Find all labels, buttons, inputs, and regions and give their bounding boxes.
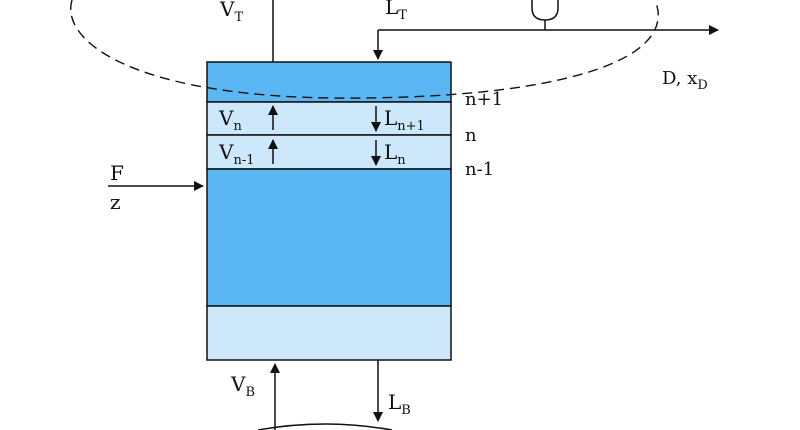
tray-n-band (206, 101, 452, 136)
reboiler-loop (257, 423, 393, 430)
feed-composition-label: z (110, 190, 121, 214)
stage-n-liquid-label: Ln+1 (384, 106, 425, 134)
column (206, 61, 452, 361)
tray-n-minus-1-label: n-1 (465, 159, 494, 180)
reflux-label: LT (385, 0, 407, 23)
feed-flow-label: F (110, 161, 124, 185)
top-vapor-label: VT (219, 0, 243, 25)
tray-n-label: n (465, 125, 477, 146)
stage-n-vapor-label: Vn (218, 106, 242, 134)
stage-n-minus-1-vapor-label: Vn-1 (218, 140, 255, 168)
stage-n-minus-1-liquid-label: Ln (384, 140, 406, 168)
bottom-liquid-label: LB (388, 390, 411, 418)
condenser-icon (531, 0, 559, 30)
tray-n-minus-1-band (206, 134, 452, 170)
bottom-vapor-label: VB (230, 372, 255, 400)
condenser-loop (70, 0, 659, 99)
distillate-label: D, xD (662, 68, 708, 93)
column-top-section (206, 61, 452, 103)
column-middle-section (206, 168, 452, 307)
tray-n-plus-1-label: n+1 (465, 89, 503, 110)
column-bottom-section (206, 305, 452, 361)
